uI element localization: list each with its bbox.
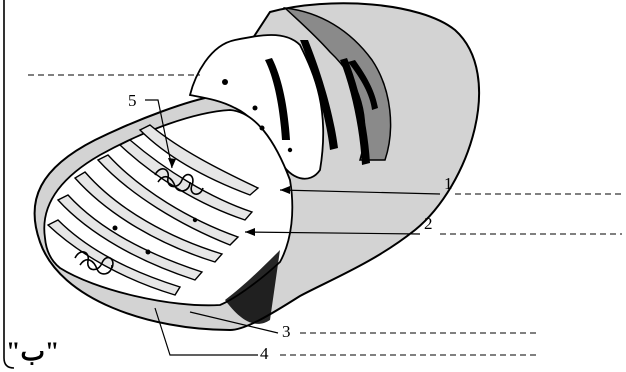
callout-5: 5 [128, 91, 137, 110]
callout-2: 2 [424, 214, 433, 233]
frame-border [4, 0, 14, 368]
callout-1: 1 [444, 174, 453, 193]
callout-3: 3 [282, 322, 291, 341]
panel-label: "ب" [6, 337, 59, 366]
callout-4: 4 [260, 344, 269, 363]
